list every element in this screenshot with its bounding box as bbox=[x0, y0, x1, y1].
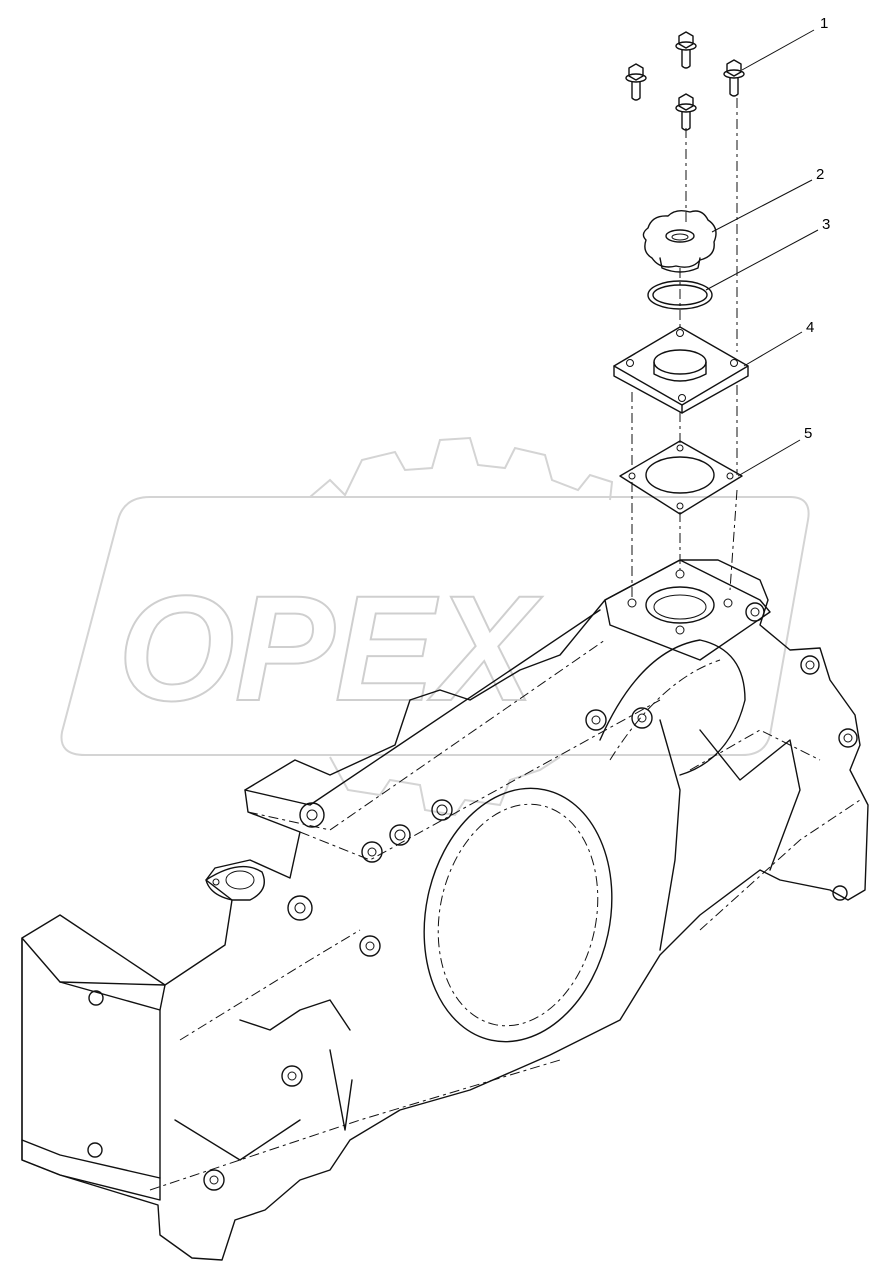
callout-2-label: 2 bbox=[816, 166, 824, 183]
callout-5-label: 5 bbox=[804, 425, 812, 442]
callout-4: 4 bbox=[743, 319, 814, 367]
callout-3: 3 bbox=[705, 216, 830, 291]
bolt-front bbox=[675, 93, 697, 131]
watermark-text: OPEX bbox=[118, 564, 543, 732]
alignment-lines bbox=[631, 98, 738, 600]
gasket bbox=[619, 440, 743, 515]
filler-cap bbox=[642, 209, 717, 273]
callout-5: 5 bbox=[737, 425, 812, 477]
callout-1-label: 1 bbox=[820, 15, 828, 32]
watermark-logo: OPEX bbox=[60, 436, 810, 817]
callouts: 1 2 3 4 5 bbox=[705, 15, 830, 477]
gear-housing bbox=[21, 559, 869, 1261]
callout-4-label: 4 bbox=[806, 319, 814, 336]
callout-3-label: 3 bbox=[822, 216, 830, 233]
callout-1: 1 bbox=[741, 15, 828, 71]
bolt-group bbox=[625, 31, 745, 131]
flange bbox=[613, 326, 749, 414]
o-ring bbox=[647, 280, 713, 310]
watermark-frame bbox=[60, 496, 810, 756]
housing-bosses bbox=[203, 602, 858, 1191]
bolt-left bbox=[625, 63, 647, 101]
bolt-right bbox=[723, 59, 745, 97]
bolt-top bbox=[675, 31, 697, 69]
watermark-gear-lower bbox=[329, 756, 561, 817]
housing-outline bbox=[21, 559, 869, 1261]
watermark-gear-outline bbox=[309, 436, 614, 501]
callout-2: 2 bbox=[711, 166, 824, 233]
